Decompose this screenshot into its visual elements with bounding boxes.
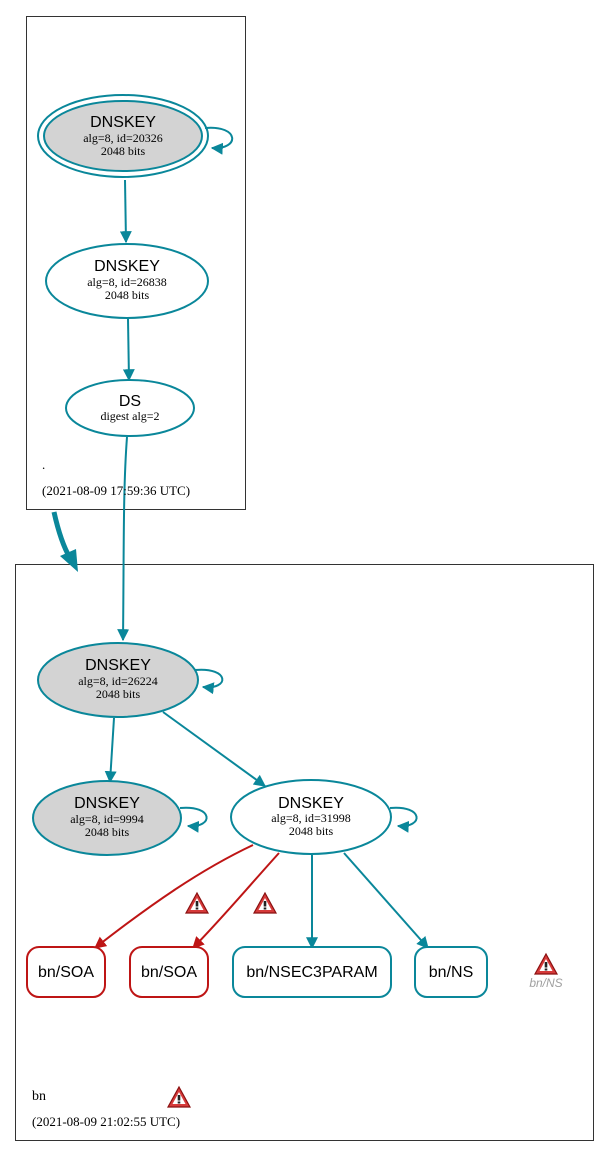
- node-detail: 2048 bits: [96, 687, 141, 701]
- node-detail: 2048 bits: [105, 288, 150, 302]
- edge-zsk-ds: [122, 318, 135, 382]
- root-zone-name: .: [42, 457, 45, 472]
- warning-triangle-icon[interactable]: [167, 1086, 191, 1108]
- node-title: DNSKEY: [90, 114, 156, 131]
- node-detail: alg=8, id=31998: [271, 811, 351, 825]
- warning-triangle-icon[interactable]: [185, 892, 209, 914]
- bn-zone-box: [15, 564, 594, 1141]
- edge-bnksk-key2: [104, 717, 117, 784]
- warning-triangle-icon: [534, 953, 558, 975]
- ns-record[interactable]: bn/NS: [414, 946, 488, 998]
- edge-ksk-self: [204, 126, 234, 155]
- bn-zone-timestamp: (2021-08-09 21:02:55 UTC): [32, 1114, 180, 1129]
- node-title: DNSKEY: [278, 795, 344, 812]
- edge-key2-self: [179, 806, 208, 833]
- node-detail: alg=8, id=26838: [87, 275, 167, 289]
- soa-record-2[interactable]: bn/SOA: [129, 946, 209, 998]
- node-detail: alg=8, id=26224: [78, 674, 158, 688]
- edge-zsk-soa1: [94, 844, 254, 949]
- bn-ksk-node[interactable]: DNSKEY alg=8, id=26224 2048 bits: [37, 642, 199, 718]
- record-label: bn/NS: [429, 964, 473, 981]
- root-zone-timestamp: (2021-08-09 17:59:36 UTC): [42, 483, 190, 498]
- ns-missing-label: bn/NS: [529, 976, 562, 990]
- edge-bnksk-self: [194, 668, 224, 695]
- root-zone-box: [26, 16, 246, 510]
- record-label: bn/SOA: [38, 964, 94, 981]
- bn-zone-name: bn: [32, 1089, 46, 1104]
- node-detail: digest alg=2: [100, 409, 159, 423]
- edge-zsk-soa2: [192, 852, 280, 949]
- node-detail: 2048 bits: [101, 144, 146, 158]
- node-detail: alg=8, id=9994: [70, 812, 144, 826]
- root-ds-node[interactable]: DS digest alg=2: [65, 379, 195, 437]
- edge-ds-bnksk: [117, 436, 130, 642]
- bn-key2-node[interactable]: DNSKEY alg=8, id=9994 2048 bits: [32, 780, 182, 856]
- edge-zsk-self: [389, 806, 418, 833]
- node-title: DS: [119, 393, 141, 410]
- soa-record-1[interactable]: bn/SOA: [26, 946, 106, 998]
- nsec3param-record[interactable]: bn/NSEC3PARAM: [232, 946, 392, 998]
- node-title: DNSKEY: [74, 795, 140, 812]
- ns-missing-marker[interactable]: bn/NS: [529, 953, 563, 990]
- root-ksk-node[interactable]: DNSKEY alg=8, id=20326 2048 bits: [37, 94, 209, 178]
- node-detail: alg=8, id=20326: [83, 131, 163, 145]
- node-title: DNSKEY: [85, 657, 151, 674]
- edge-bnksk-zsk: [162, 711, 266, 787]
- warning-triangle-icon[interactable]: [253, 892, 277, 914]
- root-zsk-node[interactable]: DNSKEY alg=8, id=26838 2048 bits: [45, 243, 209, 319]
- node-detail: 2048 bits: [85, 825, 130, 839]
- delegation-arrowhead: [60, 549, 78, 572]
- record-label: bn/NSEC3PARAM: [246, 964, 377, 981]
- node-detail: 2048 bits: [289, 824, 334, 838]
- node-title: DNSKEY: [94, 258, 160, 275]
- delegation-edge: [51, 511, 73, 560]
- record-label: bn/SOA: [141, 964, 197, 981]
- edge-ksk-zsk: [119, 179, 132, 244]
- edge-zsk-ns: [343, 852, 429, 949]
- bn-zsk-node[interactable]: DNSKEY alg=8, id=31998 2048 bits: [230, 779, 392, 855]
